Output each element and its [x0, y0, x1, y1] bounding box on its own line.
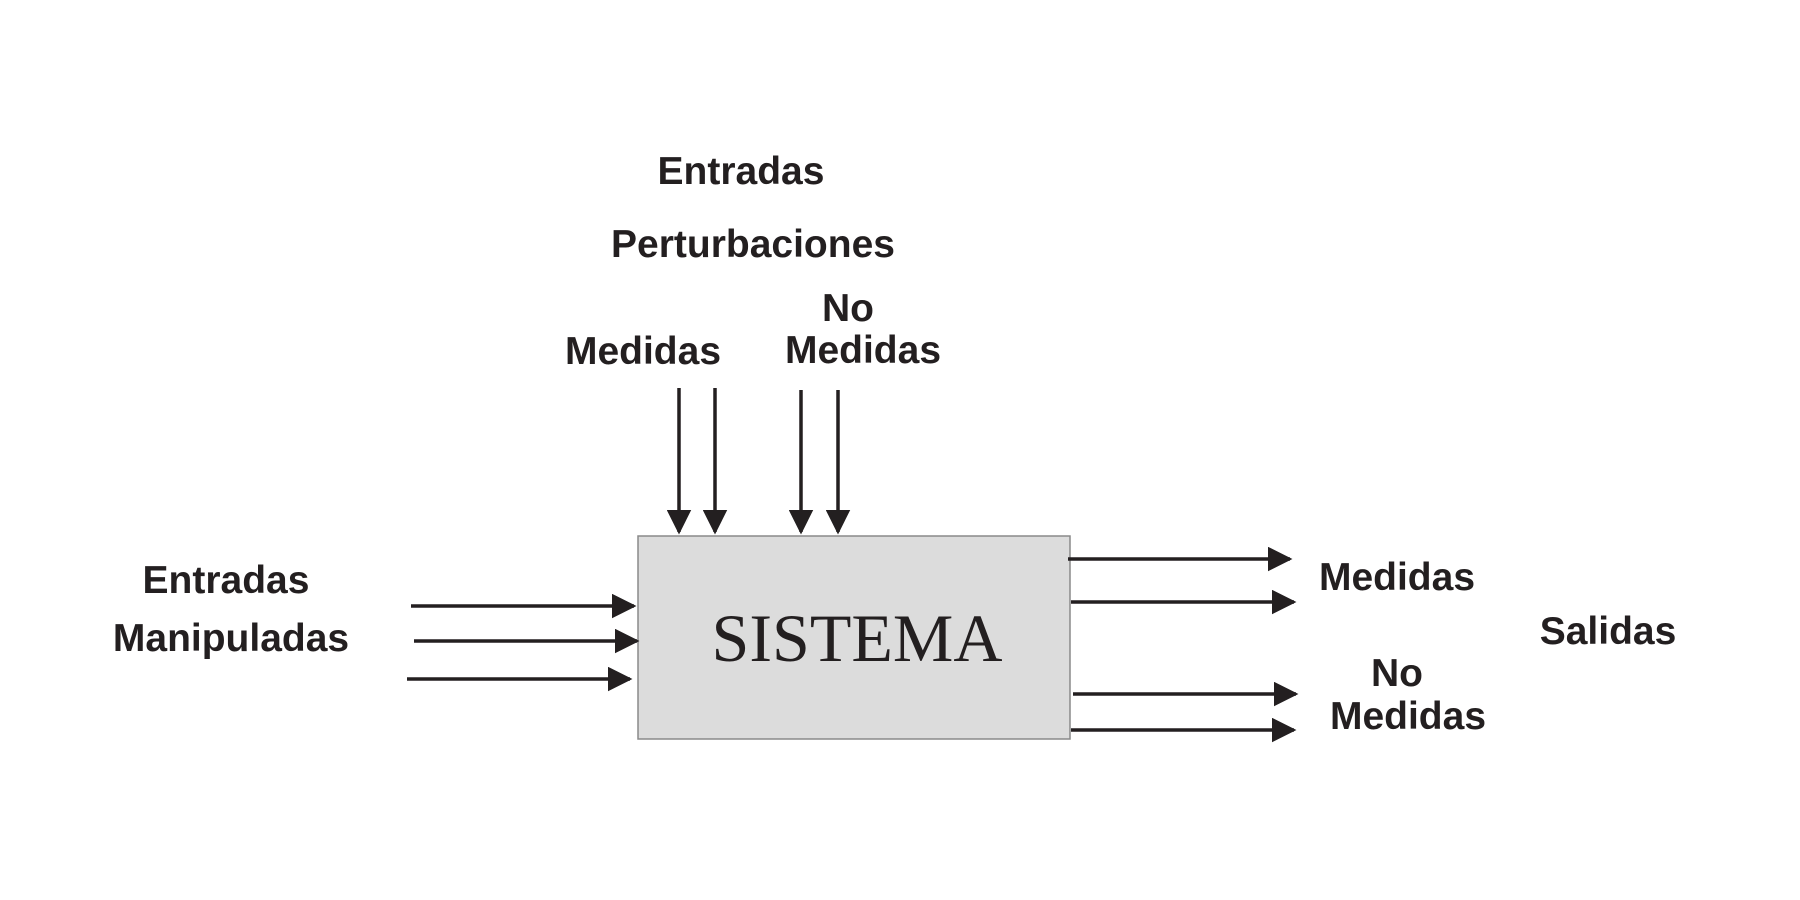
system-box: [637, 535, 1071, 740]
outputs-title: Salidas: [1540, 610, 1677, 653]
manipulated-inputs-label-line1: Entradas: [143, 559, 310, 602]
measured-outputs-label: Medidas: [1319, 556, 1475, 599]
measured-disturbances-label: Medidas: [565, 330, 721, 373]
unmeasured-outputs-label-medidas: Medidas: [1330, 695, 1486, 738]
unmeasured-outputs-label-no: No: [1371, 652, 1423, 695]
unmeasured-disturbances-label-medidas: Medidas: [785, 329, 941, 372]
system-label: SISTEMA: [712, 600, 1003, 676]
disturbances-label: Perturbaciones: [611, 223, 895, 266]
unmeasured-disturbances-label-no: No: [822, 287, 874, 330]
manipulated-inputs-label-line2: Manipuladas: [113, 617, 349, 660]
top-inputs-title: Entradas: [658, 150, 825, 193]
